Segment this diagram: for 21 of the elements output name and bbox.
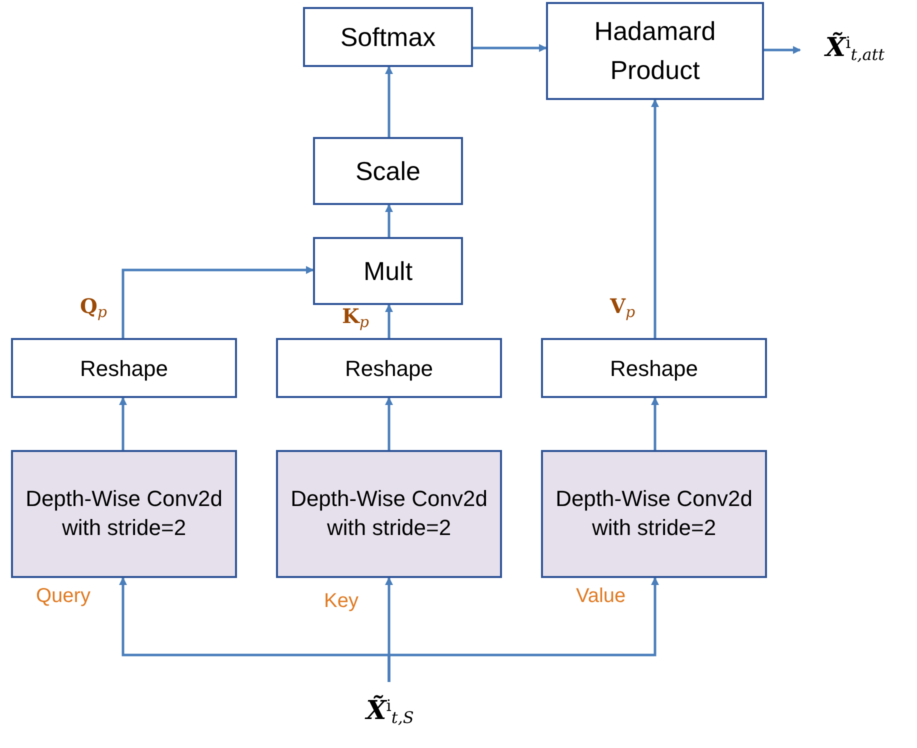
arrow (119, 397, 127, 450)
arrow (385, 204, 393, 237)
arrow (651, 99, 659, 338)
arrow (388, 577, 659, 682)
arrow (385, 66, 393, 137)
process-box: Hadamard Product (546, 2, 764, 100)
arrow (385, 304, 393, 338)
conv-box: Depth-Wise Conv2d with stride=2 (541, 450, 767, 578)
process-box: Softmax (303, 7, 473, 67)
arrow (473, 44, 547, 52)
process-box: Reshape (11, 338, 237, 398)
arrow (122, 266, 314, 338)
conv-box: Depth-Wise Conv2d with stride=2 (276, 450, 502, 578)
process-box: Mult (313, 237, 463, 305)
process-box: Reshape (541, 338, 767, 398)
arrow (385, 397, 393, 450)
process-box: Reshape (276, 338, 502, 398)
process-box: Scale (313, 137, 463, 205)
conv-box: Depth-Wise Conv2d with stride=2 (11, 450, 237, 578)
arrow (651, 397, 659, 450)
arrow (764, 46, 801, 54)
